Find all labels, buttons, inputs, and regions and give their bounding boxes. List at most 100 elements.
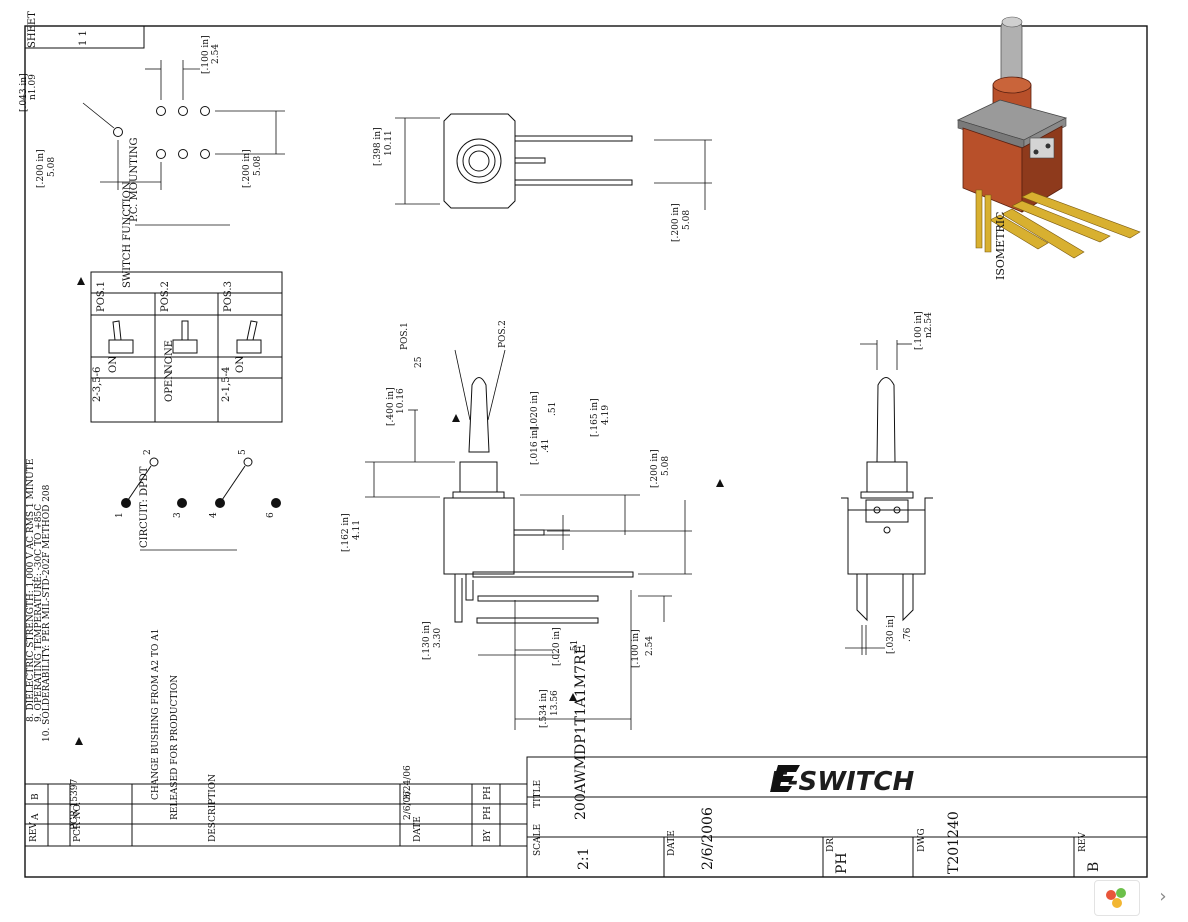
pin-w-label: [.020 in] [552, 627, 562, 666]
pitch-left-label: [.200 in] [36, 149, 46, 188]
terminal-1: 1 [115, 512, 125, 518]
brand-name: E-SWITCH [770, 767, 914, 797]
front-view: [.100 in] n2.54 [.030 in] .76 [841, 311, 934, 655]
pitch-right-label: [.200 in] [242, 149, 252, 188]
isometric-caption: ISOMETRIC [994, 211, 1007, 280]
switch-function-table: SWITCH FUNCTION POS.1 POS.2 POS.3 ON NON… [77, 181, 283, 423]
front-pin-mm: .76 [903, 627, 913, 642]
pos1-label: POS.1 [96, 281, 107, 312]
dwg-label: DWG [917, 828, 927, 852]
pitch-top-mm: 2.54 [211, 44, 221, 64]
front-pitch-label: [.100 in] [914, 311, 924, 350]
dwg-value: T201240 [946, 811, 962, 874]
viewer-logo-icon[interactable] [1094, 880, 1140, 916]
body-label: [.165 in] [590, 398, 600, 437]
pin-t2-mm: .51 [548, 402, 558, 416]
revision-table: REV PCR NO. DESCRIPTION DATE BY A RELEAS… [24, 629, 528, 847]
date-label: DATE [667, 830, 677, 856]
scale-label: SCALE [533, 824, 543, 856]
bushing-label: [.162 in] [341, 513, 351, 552]
dr-label: DR [826, 838, 836, 852]
rev-a-date: 2/6/06 [403, 791, 413, 820]
top-height-mm: 10.11 [384, 130, 394, 156]
rev-a-by: PH [483, 806, 493, 820]
pos3-label: POS.3 [223, 281, 234, 312]
note-10: 10. SOLDERABILITY: PER MIL-STD-202F METH… [42, 484, 52, 742]
lead-label: [.100 in] [631, 629, 641, 668]
top-pitch-mm: 5.08 [682, 210, 692, 230]
overall-mm: 13.56 [550, 690, 560, 716]
overall-label: [.534 in] [539, 689, 549, 728]
title-value: 200AWMDP1T1A1M7RE [573, 644, 589, 820]
toggle-pos2-icon [172, 320, 198, 354]
pin-t1-mm: .41 [541, 439, 551, 453]
body-mm: 4.19 [601, 405, 611, 425]
notes-block: 8. DIELECTRIC STRENGTH: 1,000 V AC RMS 1… [26, 459, 83, 745]
pos1-caption: POS.1 [400, 322, 410, 350]
rev-a: A [31, 813, 41, 821]
conn-pos1: 2-3,5-6 [92, 367, 103, 402]
lever-mm: 10.16 [396, 388, 406, 414]
top-height-label: [.398 in] [373, 127, 383, 166]
pitch-left-mm: 5.08 [47, 157, 57, 177]
conn-pos3: 2-1,5-4 [221, 367, 232, 402]
toggle-pos1-icon [108, 320, 134, 354]
state-pos3: ON [235, 356, 246, 373]
switch-function-caption: SWITCH FUNCTION [122, 181, 133, 288]
sheet-label: SHEET [27, 11, 38, 48]
title-label: TITLE [533, 780, 543, 808]
circuit-diagram: 1 2 3 4 5 6 CIRCUIT: DPDT [115, 449, 281, 551]
lead-mm: 2.54 [645, 636, 655, 656]
rev-b-date: 3/24/06 [403, 765, 413, 800]
terminal-3: 3 [173, 512, 183, 518]
pin-t2-label: [.020 in] [530, 391, 540, 430]
note-8: 8. DIELECTRIC STRENGTH: 1,000 V AC RMS 1… [26, 459, 36, 722]
bushing-mm: 4.11 [352, 520, 362, 540]
note-9: 9. OPERATING TEMPERATURE: -30C TO +85C [34, 504, 44, 722]
pc-mounting-view: [.043 in] n1.09 [.100 in] 2.54 [.200 in]… [19, 35, 285, 226]
lever-label: [.400 in] [386, 387, 396, 426]
pin-w-mm: .51 [570, 640, 580, 654]
pc-mounting-caption: P.C. MOUNTING [129, 137, 140, 222]
conn-pos2: OPEN [164, 371, 175, 402]
terminal-2: 2 [143, 449, 153, 455]
rev-b: B [31, 793, 41, 800]
dr-value: PH [834, 852, 850, 874]
rev-value: B [1086, 862, 1102, 872]
side-view: POS.1 POS.2 25 [.400 in] 10.16 [.162 in]… [341, 320, 724, 730]
top-pitch-label: [.200 in] [671, 203, 681, 242]
rev-b-by: PH [483, 786, 493, 800]
pos2-label: POS.2 [160, 281, 171, 312]
pitch-right-mm: 5.08 [253, 156, 263, 176]
angle-label: 25 [414, 356, 424, 368]
pos2-caption: POS.2 [498, 320, 508, 348]
circuit-caption: CIRCUIT: DPDT [139, 466, 150, 548]
e-switch-logo: E-SWITCH [770, 765, 914, 797]
terminal-4: 4 [209, 512, 219, 518]
by-header: BY [483, 829, 493, 842]
rev-b-description: CHANGE BUSHING FROM A2 TO A1 [151, 629, 161, 800]
bend-mm: 3.30 [433, 628, 443, 648]
terminal-6: 6 [266, 512, 276, 518]
side-pitch-mm: 5.08 [661, 456, 671, 476]
hole-dia-mm: n1.09 [28, 74, 38, 100]
next-page-chevron-icon[interactable]: › [1159, 886, 1167, 907]
isometric-view: ISOMETRIC [956, 16, 1141, 280]
pin-t1-label: [.016 in] [530, 426, 540, 465]
bend-label: [.130 in] [422, 621, 432, 660]
date-header: DATE [413, 816, 423, 842]
state-pos1: ON [108, 356, 119, 373]
side-pitch-label: [.200 in] [650, 449, 660, 488]
pitch-top-label: [.100 in] [201, 35, 211, 74]
front-pin-label: [.030 in] [886, 615, 896, 654]
description-header: DESCRIPTION [208, 774, 218, 842]
rev-label: REV [1078, 832, 1088, 852]
front-pitch-mm: n2.54 [924, 312, 934, 338]
date-value: 2/6/2006 [700, 807, 716, 870]
toggle-pos3-icon [236, 320, 262, 354]
rev-header: REV [29, 822, 39, 842]
hole-dia-label: [.043 in] [19, 73, 29, 112]
state-pos2: NONE [164, 340, 175, 373]
